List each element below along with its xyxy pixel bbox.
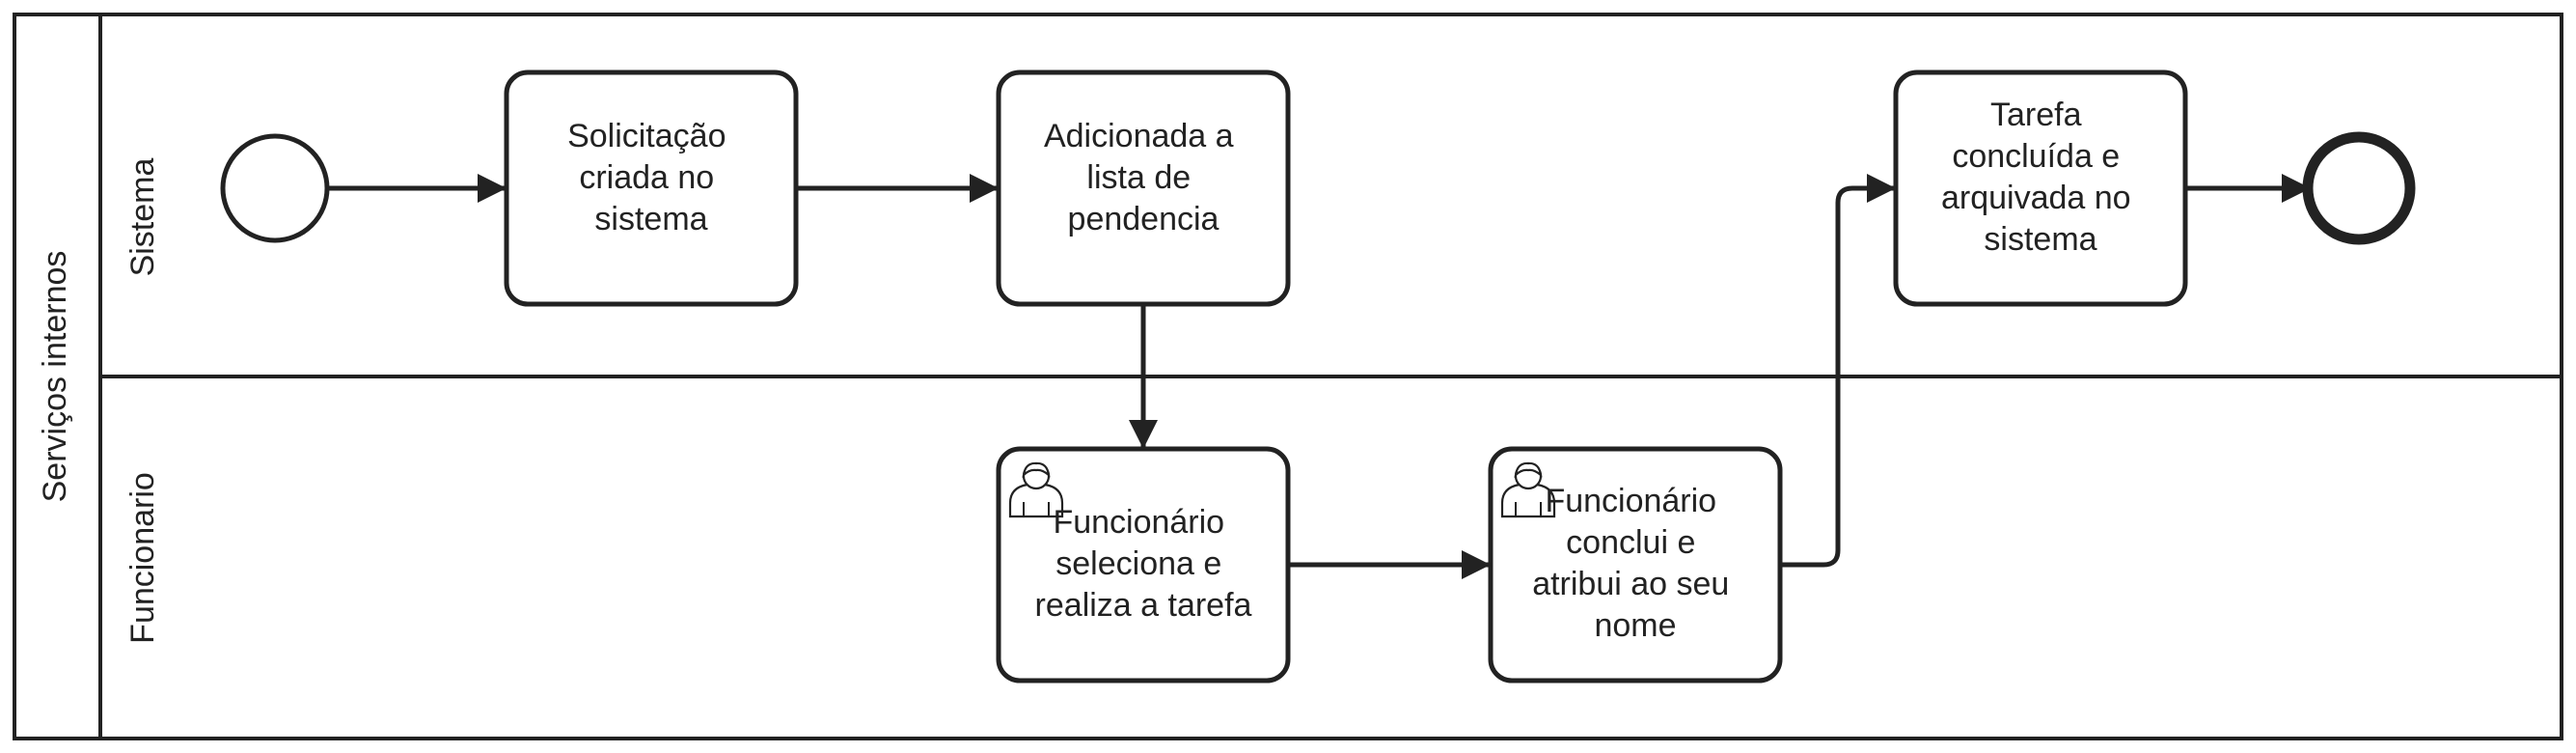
task-label: Solicitação criada no sistema	[567, 118, 735, 237]
task-line: seleciona e	[1055, 545, 1221, 582]
task-box	[1893, 70, 2188, 307]
task-label: Adicionada a lista de pendencia	[1044, 118, 1243, 237]
task-line: sistema	[594, 201, 707, 237]
flow-t5-to-t3[interactable]	[1780, 174, 1896, 568]
task-line: Funcionário	[1053, 504, 1224, 541]
task-line: criada no	[579, 159, 714, 196]
user-icon	[1500, 461, 1556, 518]
task-label: Funcionário seleciona e realiza a tarefa	[1035, 504, 1252, 624]
task-box	[1488, 446, 1783, 683]
task-line: Solicitação	[567, 118, 726, 154]
task-line: sistema	[1984, 221, 2096, 258]
task-line: Funcionário	[1545, 483, 1716, 519]
task-line: concluída e	[1952, 138, 2120, 175]
task-line: Adicionada a	[1044, 118, 1234, 154]
task-line: lista de	[1086, 159, 1191, 196]
end-event[interactable]	[2302, 131, 2416, 245]
task-line: atribui ao seu	[1532, 566, 1729, 602]
lane-funcionario[interactable]: Funcionario	[124, 472, 161, 644]
task-line: realiza a tarefa	[1035, 587, 1252, 624]
task-box	[504, 70, 799, 307]
task-solicitacao[interactable]: Solicitação criada no sistema	[504, 70, 799, 307]
task-label: Funcionário conclui e atribui ao seu nom…	[1532, 483, 1739, 644]
user-icon	[1008, 461, 1064, 518]
task-box	[996, 446, 1291, 683]
pool-label: Serviços internos	[37, 251, 73, 503]
lane-label-funcionario: Funcionario	[124, 472, 161, 644]
sequence-flows	[328, 174, 2311, 579]
task-adicionada[interactable]: Adicionada a lista de pendencia	[996, 70, 1291, 307]
start-event[interactable]	[220, 133, 330, 243]
task-line: conclui e	[1566, 524, 1695, 561]
task-line: arquivada no	[1941, 180, 2131, 216]
task-label: Tarefa concluída e arquivada no sistema	[1941, 97, 2140, 258]
task-line: Tarefa	[1990, 97, 2082, 133]
task-funcionario-conclui[interactable]: Funcionário conclui e atribui ao seu nom…	[1488, 446, 1783, 683]
task-box	[996, 70, 1291, 307]
task-line: pendencia	[1068, 201, 1219, 237]
task-funcionario-seleciona[interactable]: Funcionário seleciona e realiza a tarefa	[996, 446, 1291, 683]
task-tarefa-concluida[interactable]: Tarefa concluída e arquivada no sistema	[1893, 70, 2188, 307]
task-line: nome	[1594, 607, 1676, 644]
lane-label-sistema: Sistema	[124, 158, 161, 277]
lane-sistema[interactable]: Sistema	[124, 158, 161, 277]
